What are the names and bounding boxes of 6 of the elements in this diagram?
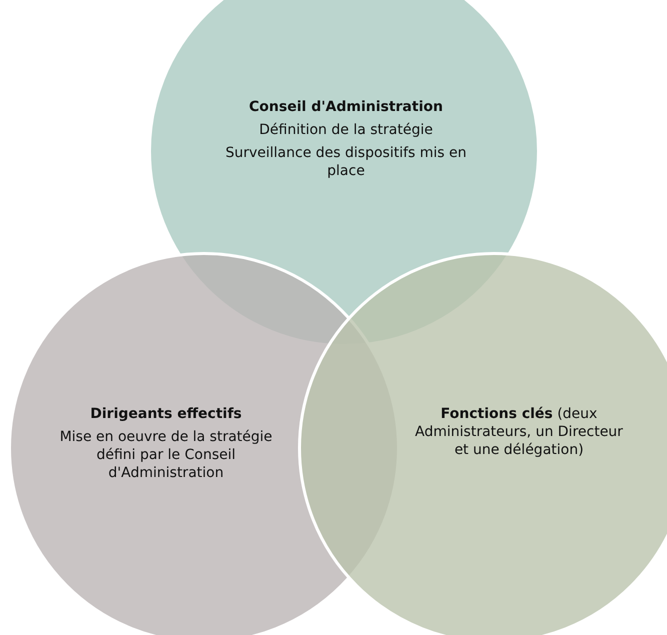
circle-heading: Dirigeants effectifs	[89, 405, 243, 423]
circle-text: Fonctions clés (deux Administrateurs, un Directeur et une délégation)	[414, 405, 624, 459]
circle-text: Mise en oeuvre de la stratégie défini par le Conseil d'Administration	[58, 428, 274, 482]
circle-text: Définition de la stratégie	[258, 121, 434, 139]
circle-text: Surveillance des dispositifs mis en place	[224, 144, 468, 180]
circle-heading: Conseil d'Administration	[248, 98, 444, 116]
